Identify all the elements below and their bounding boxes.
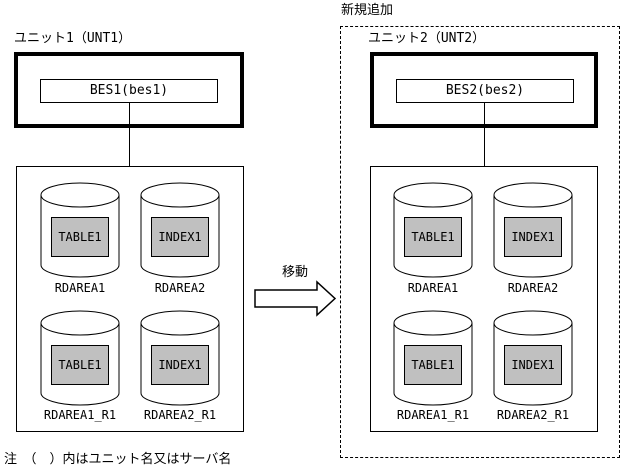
unit1-label: ユニット1（UNT1） <box>14 31 132 46</box>
table1-object: TABLE1 <box>51 217 109 257</box>
rdarea-label: RDAREA2_R1 <box>143 408 217 422</box>
cylinder-rdarea2: INDEX1 <box>140 182 220 278</box>
bes2-server-box: BES2(bes2) <box>396 79 574 103</box>
rdarea-label: RDAREA2 <box>154 281 206 295</box>
bes1-server-box: BES1(bes1) <box>40 79 218 103</box>
cylinder-rdarea2: INDEX1 <box>493 182 573 278</box>
cylinder-rdarea2-r1: INDEX1 <box>140 310 220 406</box>
rdarea-label: RDAREA2 <box>507 281 559 295</box>
table1-object: TABLE1 <box>51 345 109 385</box>
server-connector-line <box>129 103 130 166</box>
cylinder-rdarea1-r1: TABLE1 <box>40 310 120 406</box>
new-unit-dashed-border <box>340 26 620 458</box>
cylinder-rdarea1: TABLE1 <box>393 182 473 278</box>
new-addition-label: 新規追加 <box>341 3 394 18</box>
table1-object: TABLE1 <box>404 345 462 385</box>
cylinder-rdarea2-r1: INDEX1 <box>493 310 573 406</box>
move-label: 移動 <box>281 265 308 280</box>
server-connector-line <box>484 103 485 166</box>
move-arrow-icon <box>254 280 337 317</box>
note-text: 注 （ ）内はユニット名又はサーバ名 <box>4 452 232 467</box>
rdarea-label: RDAREA1 <box>407 281 459 295</box>
unit2-label: ユニット2（UNT2） <box>368 31 486 46</box>
cylinder-rdarea1-r1: TABLE1 <box>393 310 473 406</box>
cylinder-rdarea1: TABLE1 <box>40 182 120 278</box>
index1-object: INDEX1 <box>504 217 562 257</box>
index1-object: INDEX1 <box>151 345 209 385</box>
index1-object: INDEX1 <box>151 217 209 257</box>
rdarea-label: RDAREA2_R1 <box>496 408 570 422</box>
rdarea-label: RDAREA1_R1 <box>396 408 470 422</box>
rdarea-label: RDAREA1_R1 <box>43 408 117 422</box>
table1-object: TABLE1 <box>404 217 462 257</box>
index1-object: INDEX1 <box>504 345 562 385</box>
rdarea-label: RDAREA1 <box>54 281 106 295</box>
